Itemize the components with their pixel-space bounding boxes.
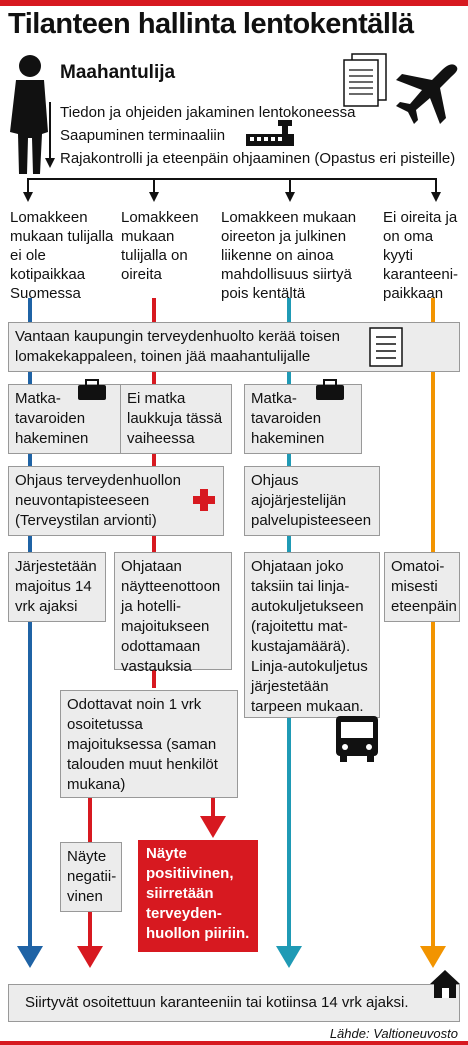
sampling-box: Ohjataan näytteenottoon ja hotelli-majoi… [114, 552, 232, 675]
negative-arrowhead [77, 946, 103, 968]
top-accent-bar [0, 0, 468, 6]
branch-arrow-4 [431, 192, 441, 202]
flow-line-blue [28, 298, 32, 948]
step-line-1: Tiedon ja ohjeiden jakaminen lentokonees… [60, 104, 356, 121]
suitcase-icon [78, 379, 106, 400]
luggage-box-1: Matka-tavaroiden hakeminen [8, 384, 126, 454]
page-title: Tilanteen hallinta lentokentällä [8, 8, 414, 40]
column-4-heading: Ei oireita ja on oma kyyti karanteeni-pa… [383, 209, 459, 302]
accommodation-box: Järjestetään majoitus 14 vrk ajaksi [8, 552, 106, 622]
bus-icon [336, 716, 378, 762]
vantaa-text: Vantaan kaupungin terveydenhuolto kerää … [15, 328, 340, 365]
final-box: Siirtyvät osoitettuun karanteeniin tai k… [8, 984, 460, 1022]
branch-arrow-3 [285, 192, 295, 202]
independent-box: Omatoi-misesti eteenpäin [384, 552, 460, 622]
negative-text: Näyte negatii-vinen [67, 848, 117, 905]
blue-arrowhead [17, 946, 43, 968]
sampling-text: Ohjataan näytteenottoon ja hotelli-majoi… [121, 558, 221, 675]
flow-line-orange [431, 298, 435, 948]
suitcase-icon [316, 379, 344, 400]
teal-arrowhead [276, 946, 302, 968]
accommodation-text: Järjestetään majoitus 14 vrk ajaksi [15, 558, 97, 615]
step-line-2: Saapuminen terminaaliin [60, 127, 226, 144]
column-3-heading: Lomakkeen mukaan oireeton ja julkinen li… [221, 209, 357, 302]
transport-guidance-text: Ohjaus ajojärjestelijän palvelupisteesee… [251, 472, 372, 529]
wait-text: Odottavat noin 1 vrk osoitetussa majoitu… [67, 696, 218, 793]
subtitle: Maahantulija [60, 62, 176, 83]
branch-3 [289, 178, 291, 192]
bottom-accent-bar [0, 1041, 468, 1045]
documents-icon [343, 53, 387, 107]
steps-arrowhead [45, 158, 55, 168]
wait-box: Odottavat noin 1 vrk osoitetussa majoitu… [60, 690, 238, 798]
form-icon [369, 327, 403, 367]
luggage-text-3: Matka-tavaroiden hakeminen [251, 390, 325, 447]
health-guidance-box: Ohjaus terveydenhuollon neuvontapisteese… [8, 466, 224, 536]
positive-box: Näyte positiivinen, siirretään terveyden… [138, 840, 258, 952]
luggage-text-2: Ei matka laukkuja tässä vaiheessa [127, 390, 223, 447]
taxi-bus-text: Ohjataan joko taksiin tai linja-autokulj… [251, 558, 368, 715]
final-text: Siirtyvät osoitettuun karanteeniin tai k… [25, 994, 409, 1011]
taxi-bus-box: Ohjataan joko taksiin tai linja-autokulj… [244, 552, 380, 718]
transport-guidance-box: Ohjaus ajojärjestelijän palvelupisteesee… [244, 466, 380, 536]
branch-arrow-2 [149, 192, 159, 202]
house-icon [430, 970, 460, 998]
luggage-text-1: Matka-tavaroiden hakeminen [15, 390, 89, 447]
positive-text: Näyte positiivinen, siirretään terveyden… [146, 845, 250, 942]
step-line-3: Rajakontrolli ja eteenpäin ohjaaminen (O… [60, 150, 456, 167]
branch-1 [27, 178, 29, 192]
orange-arrowhead [420, 946, 446, 968]
positive-arrow [200, 816, 226, 838]
column-1-heading: Lomakkeen mukaan tulijalla ei ole kotipa… [10, 209, 114, 302]
steps-arrow [49, 102, 51, 160]
column-2-heading: Lomakkeen mukaan tulijalla on oireita [121, 209, 199, 283]
branch-4 [435, 178, 437, 192]
negative-box: Näyte negatii-vinen [60, 842, 122, 912]
luggage-box-2: Ei matka laukkuja tässä vaiheessa [120, 384, 232, 454]
terminal-icon [246, 120, 294, 146]
branch-2 [153, 178, 155, 192]
branch-arrow-1 [23, 192, 33, 202]
person-icon [10, 55, 48, 174]
flow-line-positive [211, 798, 215, 818]
health-guidance-text: Ohjaus terveydenhuollon neuvontapisteese… [15, 472, 181, 529]
red-cross-icon [193, 489, 215, 511]
airplane-icon [396, 64, 458, 124]
distribution-line [27, 178, 437, 180]
independent-text: Omatoi-misesti eteenpäin [391, 558, 457, 615]
source-credit: Lähde: Valtioneuvosto [329, 1026, 458, 1041]
